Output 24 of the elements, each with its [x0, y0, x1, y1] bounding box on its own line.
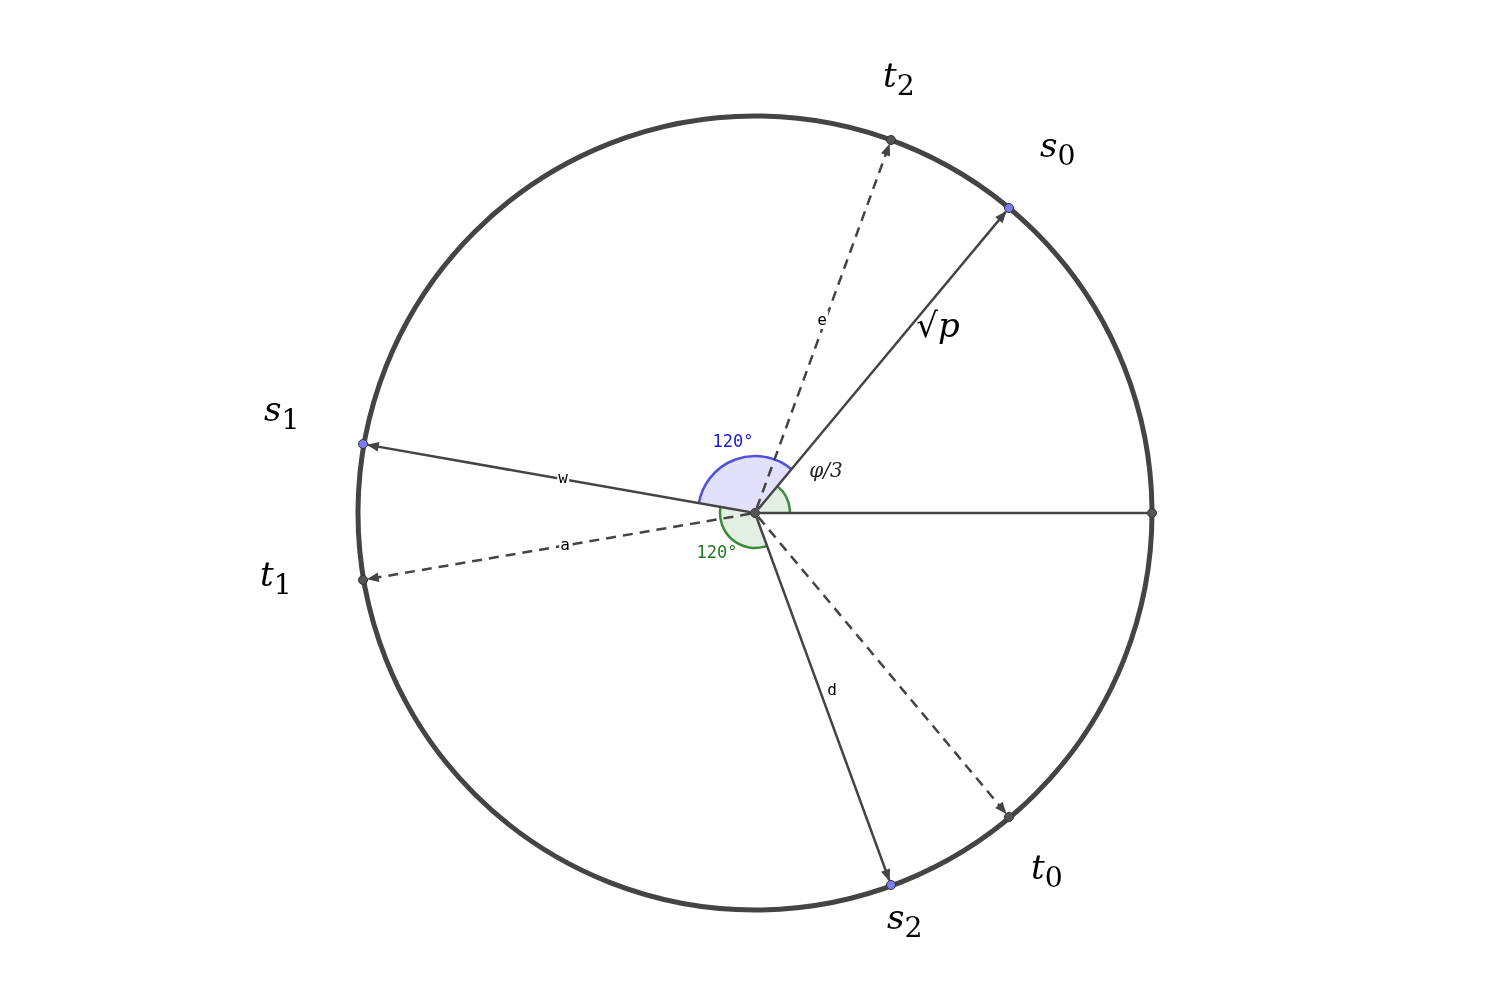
dashed-arrow — [755, 143, 891, 509]
point-label: t$_{0}$ — [1031, 850, 1063, 893]
line — [760, 511, 1147, 515]
dashed-arrow — [366, 512, 751, 583]
point — [358, 439, 368, 449]
point — [886, 135, 896, 145]
edge-label: √p — [915, 307, 961, 343]
arrow — [755, 517, 891, 882]
point-label: s$_{0}$ — [1040, 128, 1076, 171]
edge-label: e — [816, 311, 828, 329]
point — [1004, 203, 1014, 213]
arrow — [757, 210, 1007, 510]
point-label: s$_{2}$ — [887, 900, 923, 943]
point-label: t$_{1}$ — [260, 557, 292, 600]
point-label: t$_{2}$ — [883, 58, 915, 101]
arrow — [366, 442, 751, 514]
point — [358, 575, 368, 585]
fraction-label: φ/3 — [809, 460, 843, 480]
angle-label: 120° — [712, 432, 754, 450]
point — [750, 508, 760, 518]
point — [1147, 508, 1157, 518]
angle-label: 120° — [696, 543, 738, 561]
point-label: s$_{1}$ — [264, 392, 300, 435]
dashed-arrow — [757, 516, 1007, 815]
